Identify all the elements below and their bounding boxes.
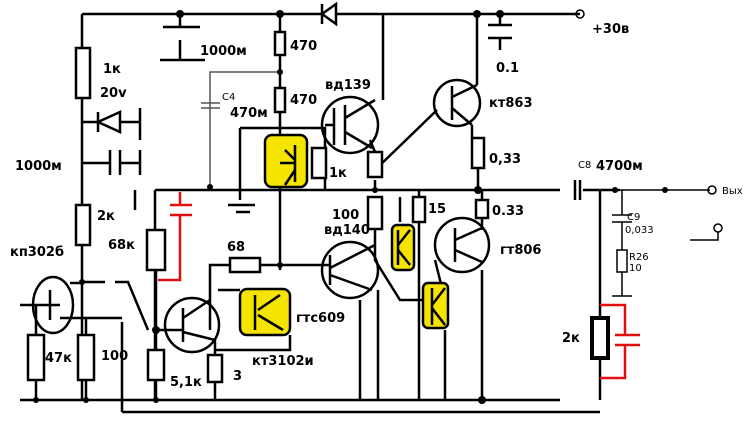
resistor-470-a bbox=[273, 30, 287, 57]
label-kt863: кт863 bbox=[489, 96, 533, 111]
label-r-68: 68 bbox=[227, 240, 245, 255]
label-kt3102: кт3102и bbox=[252, 354, 314, 369]
label-r-1k-mid: 1к bbox=[329, 166, 347, 181]
label-cap-01: 0.1 bbox=[496, 61, 519, 76]
resistor-vd139-emitter bbox=[366, 150, 384, 179]
label-r-2k-left: 2к bbox=[97, 209, 115, 224]
label-r-68k: 68к bbox=[108, 238, 135, 253]
label-r-033-a: 0,33 bbox=[489, 152, 521, 167]
label-r26-value: 10 bbox=[629, 263, 642, 274]
resistor-r26 bbox=[616, 249, 628, 273]
label-r26: R26 bbox=[629, 252, 649, 263]
resistor-1k-top bbox=[74, 46, 92, 100]
label-c4-value: 470м bbox=[230, 106, 268, 121]
label-c9-value: 0,033 bbox=[625, 225, 654, 236]
diode-top bbox=[319, 1, 338, 27]
label-output: Вых bbox=[722, 186, 743, 197]
transistor-kp302 bbox=[31, 275, 75, 335]
transistor-gt806 bbox=[433, 216, 491, 274]
supply-terminal-icon bbox=[575, 9, 585, 19]
transistor-highlight-2 bbox=[390, 223, 416, 272]
resistor-033-b bbox=[474, 198, 490, 220]
red-additions bbox=[158, 192, 640, 380]
resistor-033-a bbox=[470, 136, 486, 170]
transistor-vd139 bbox=[320, 95, 380, 155]
resistor-15 bbox=[411, 195, 427, 224]
terminals bbox=[575, 9, 723, 233]
label-cap-1000-left: 1000м bbox=[15, 159, 62, 174]
resistor-2k-out bbox=[590, 316, 610, 360]
transistor-gts609 bbox=[238, 287, 292, 337]
resistor-47k bbox=[26, 333, 46, 382]
label-supply: +30в bbox=[592, 22, 629, 37]
transistors bbox=[31, 78, 491, 354]
label-cap-1000-top: 1000м bbox=[200, 44, 247, 59]
label-vd139: вд139 bbox=[325, 78, 371, 93]
label-gts609: гтс609 bbox=[296, 311, 345, 326]
label-r-47k: 47к bbox=[45, 351, 72, 366]
transistor-kt3102 bbox=[163, 296, 221, 354]
label-c8-value: 4700м bbox=[596, 159, 643, 174]
resistor-100-left bbox=[76, 333, 96, 382]
zener-diode bbox=[94, 110, 140, 134]
resistor-2k-left bbox=[74, 203, 92, 247]
label-r-470-a: 470 bbox=[290, 39, 317, 54]
output-terminal-icon bbox=[707, 185, 717, 195]
diodes bbox=[94, 1, 338, 134]
label-r-100-mid: 100 bbox=[332, 208, 359, 223]
label-r-100-left: 100 bbox=[101, 349, 128, 364]
label-zener: 20v bbox=[100, 86, 127, 101]
ground-terminal-icon bbox=[713, 223, 723, 233]
label-gt806: гт806 bbox=[500, 243, 541, 258]
resistor-1k-mid bbox=[310, 146, 328, 180]
resistor-100-mid bbox=[366, 195, 384, 231]
label-r-470-b: 470 bbox=[290, 93, 317, 108]
label-c8: C8 bbox=[578, 160, 591, 171]
highlighted-parts bbox=[238, 133, 450, 337]
label-kp302: кп302б bbox=[10, 245, 64, 260]
label-c4: C4 bbox=[222, 92, 235, 103]
resistor-470-b bbox=[273, 86, 287, 114]
label-r-033-b: 0.33 bbox=[492, 204, 524, 219]
label-c9: C9 bbox=[627, 212, 640, 223]
label-vd140: вд140 bbox=[324, 223, 370, 238]
transistor-vd140 bbox=[320, 240, 380, 300]
label-r-3: 3 bbox=[233, 369, 242, 384]
resistors bbox=[26, 30, 628, 384]
resistor-3 bbox=[206, 353, 224, 384]
label-r-2k-out: 2к bbox=[562, 331, 580, 346]
resistor-5-1k bbox=[146, 348, 166, 382]
resistor-68k bbox=[145, 228, 167, 272]
junctions bbox=[33, 10, 668, 404]
label-r-51k: 5,1к bbox=[170, 375, 202, 390]
resistor-68 bbox=[228, 256, 262, 274]
label-r-1k-top: 1к bbox=[103, 62, 121, 77]
transistor-highlight-1 bbox=[263, 133, 309, 189]
transistor-kt863 bbox=[432, 78, 482, 128]
labels: +30в 1к 20v 1000м 1000м 470 470 C4 470м … bbox=[10, 22, 743, 390]
label-r-15: 15 bbox=[428, 202, 446, 217]
